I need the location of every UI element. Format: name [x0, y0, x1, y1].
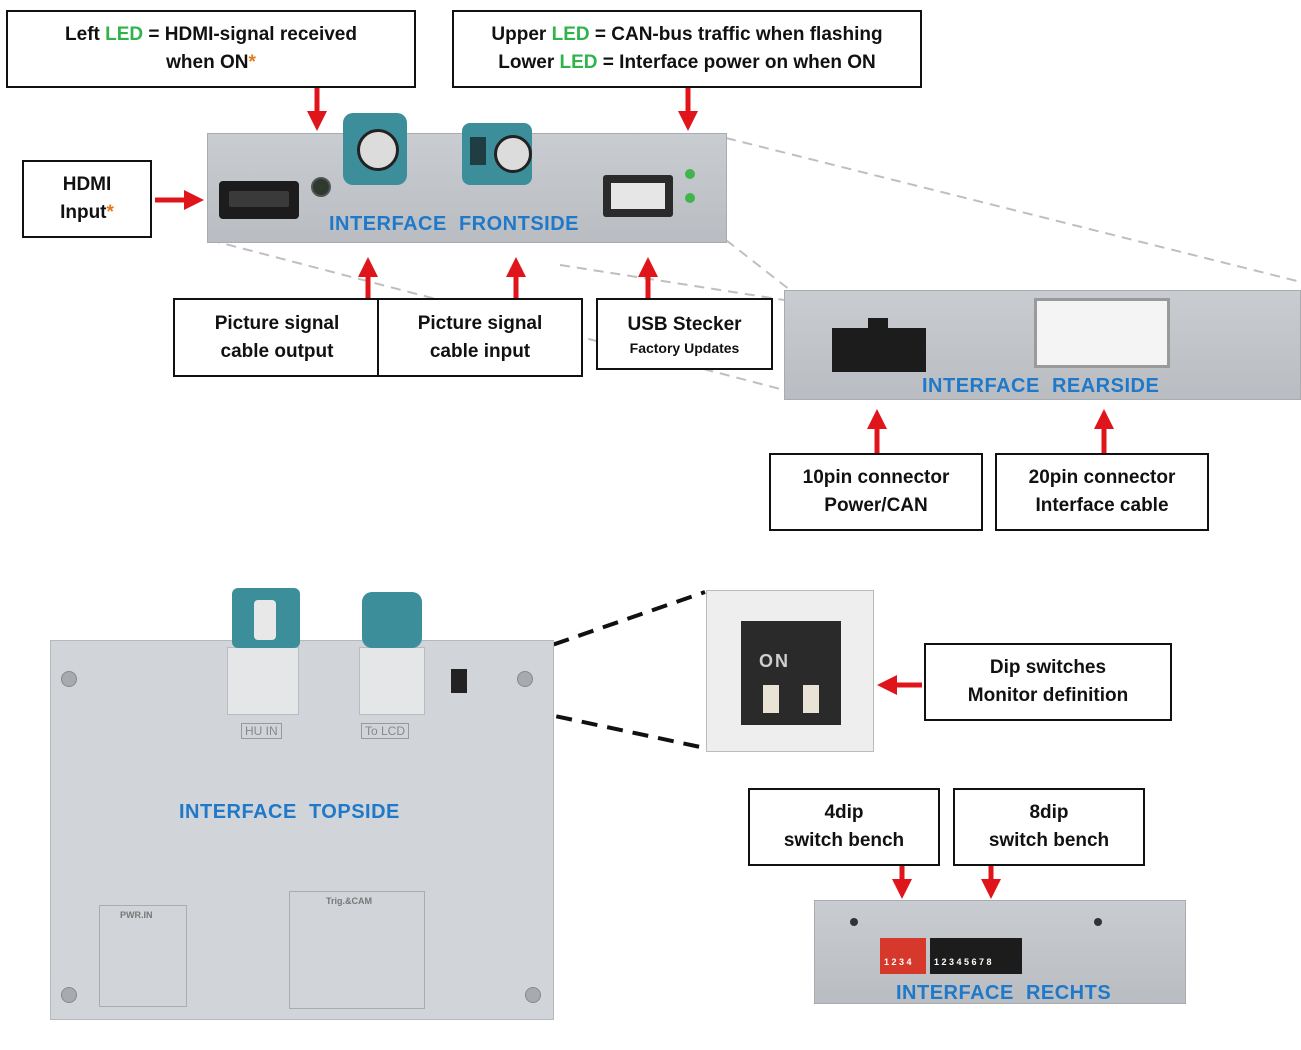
picture-input-line2: cable input	[429, 340, 531, 362]
lower-led-text-2: LED	[559, 52, 598, 73]
interface-rechts-label: INTERFACE RECHTS	[896, 982, 1112, 1004]
left-led-callout: Left LED = HDMI-signal received when ON*	[6, 10, 416, 88]
screw-icon	[61, 671, 77, 687]
trig-cam-title: Trig.&CAM	[326, 896, 372, 906]
dip-on-text: ON	[759, 651, 790, 671]
screw-icon	[61, 987, 77, 1003]
8dip-numbers: 1 2 3 4 5 6 7 8	[934, 957, 992, 967]
picture-input-line1: Picture signal	[417, 312, 543, 334]
dip-switches-callout: Dip switches Monitor definition	[924, 643, 1172, 721]
fakra-connector-output	[343, 113, 407, 185]
can-led-callout: Upper LED = CAN-bus traffic when flashin…	[452, 10, 922, 88]
4dip-line1: 4dip	[824, 802, 864, 823]
4dip-line2: switch bench	[783, 830, 905, 851]
10pin-line1: 10pin connector	[802, 467, 950, 488]
hdmi-port	[219, 181, 299, 219]
interface-frontside-label: INTERFACE FRONTSIDE	[329, 213, 580, 235]
screw-icon	[517, 671, 533, 687]
20pin-callout: 20pin connector Interface cable	[995, 453, 1209, 531]
lower-led-text-1: Lower	[498, 52, 555, 73]
usb-line1: USB Stecker	[627, 314, 742, 335]
screw-icon	[1094, 918, 1102, 926]
interface-rechts-panel: 1 2 3 4 1 2 3 4 5 6 7 8 INTERFACE RECHTS	[814, 900, 1186, 1004]
lower-led	[685, 193, 695, 203]
fakra-connector-input	[462, 123, 532, 185]
picture-output-callout: Picture signal cable output	[173, 298, 381, 377]
picture-output-line2: cable output	[220, 340, 334, 362]
screw-icon	[850, 918, 858, 926]
left-led-text-3: = HDMI-signal received	[148, 24, 357, 45]
hu-in-label: HU IN	[241, 723, 282, 739]
left-led-asterisk: *	[248, 52, 256, 73]
4dip-numbers: 1 2 3 4	[884, 957, 912, 967]
usb-callout: USB Stecker Factory Updates	[596, 298, 773, 370]
usb-port	[603, 175, 673, 217]
pwr-in-title: PWR.IN	[120, 910, 153, 920]
hdmi-led	[311, 177, 331, 197]
dip-switch-small	[451, 669, 467, 693]
10pin-line2: Power/CAN	[824, 495, 928, 516]
upper-led-text-1: Upper	[491, 24, 547, 45]
8dip-line1: 8dip	[1029, 802, 1069, 823]
hdmi-input-callout: HDMI Input*	[22, 160, 152, 238]
left-led-text-4: when ON	[166, 52, 249, 73]
to-lcd-connector	[362, 592, 422, 648]
interface-topside-label: INTERFACE TOPSIDE	[179, 801, 400, 823]
interface-topside-panel: HU IN To LCD INTERFACE TOPSIDE PWR.IN Tr…	[50, 640, 554, 1020]
4dip-callout: 4dip switch bench	[748, 788, 940, 866]
20pin-line2: Interface cable	[1035, 495, 1169, 516]
20pin-line1: 20pin connector	[1028, 467, 1176, 488]
usb-line2: Factory Updates	[629, 340, 740, 356]
screw-icon	[525, 987, 541, 1003]
hu-in-housing	[227, 647, 299, 715]
dip-switches-line2: Monitor definition	[967, 685, 1129, 706]
picture-input-callout: Picture signal cable input	[377, 298, 583, 377]
interface-rearside-label: INTERFACE REARSIDE	[922, 375, 1160, 397]
dip-lever	[763, 685, 779, 713]
left-led-text-1: Left	[65, 24, 100, 45]
hdmi-input-asterisk: *	[106, 202, 114, 223]
upper-led-text-3: = CAN-bus traffic when flashing	[594, 24, 883, 45]
to-lcd-housing	[359, 647, 425, 715]
hdmi-input-line2: Input	[60, 202, 107, 223]
dip-switches-line1: Dip switches	[989, 657, 1107, 678]
lower-led-text-3: = Interface power on when ON	[602, 52, 876, 73]
8dip-switch-bench: 1 2 3 4 5 6 7 8	[930, 938, 1022, 974]
picture-output-line1: Picture signal	[214, 312, 340, 334]
dip-switch-closeup: ON	[706, 590, 874, 752]
10pin-callout: 10pin connector Power/CAN	[769, 453, 983, 531]
pwr-in-print: PWR.IN	[99, 905, 187, 1007]
upper-led	[685, 169, 695, 179]
to-lcd-label: To LCD	[361, 723, 410, 739]
8dip-line2: switch bench	[988, 830, 1110, 851]
hdmi-input-line1: HDMI	[62, 174, 112, 195]
8dip-callout: 8dip switch bench	[953, 788, 1145, 866]
hu-in-connector	[232, 588, 300, 648]
left-led-text-2: LED	[105, 24, 144, 45]
dip-lever	[803, 685, 819, 713]
interface-frontside-panel: INTERFACE FRONTSIDE	[207, 113, 727, 243]
20pin-connector	[1034, 298, 1170, 368]
trig-cam-print: Trig.&CAM	[289, 891, 425, 1009]
10pin-connector	[832, 318, 926, 372]
upper-led-text-2: LED	[551, 24, 590, 45]
4dip-switch-bench: 1 2 3 4	[880, 938, 926, 974]
interface-rearside-panel: INTERFACE REARSIDE	[784, 290, 1301, 400]
